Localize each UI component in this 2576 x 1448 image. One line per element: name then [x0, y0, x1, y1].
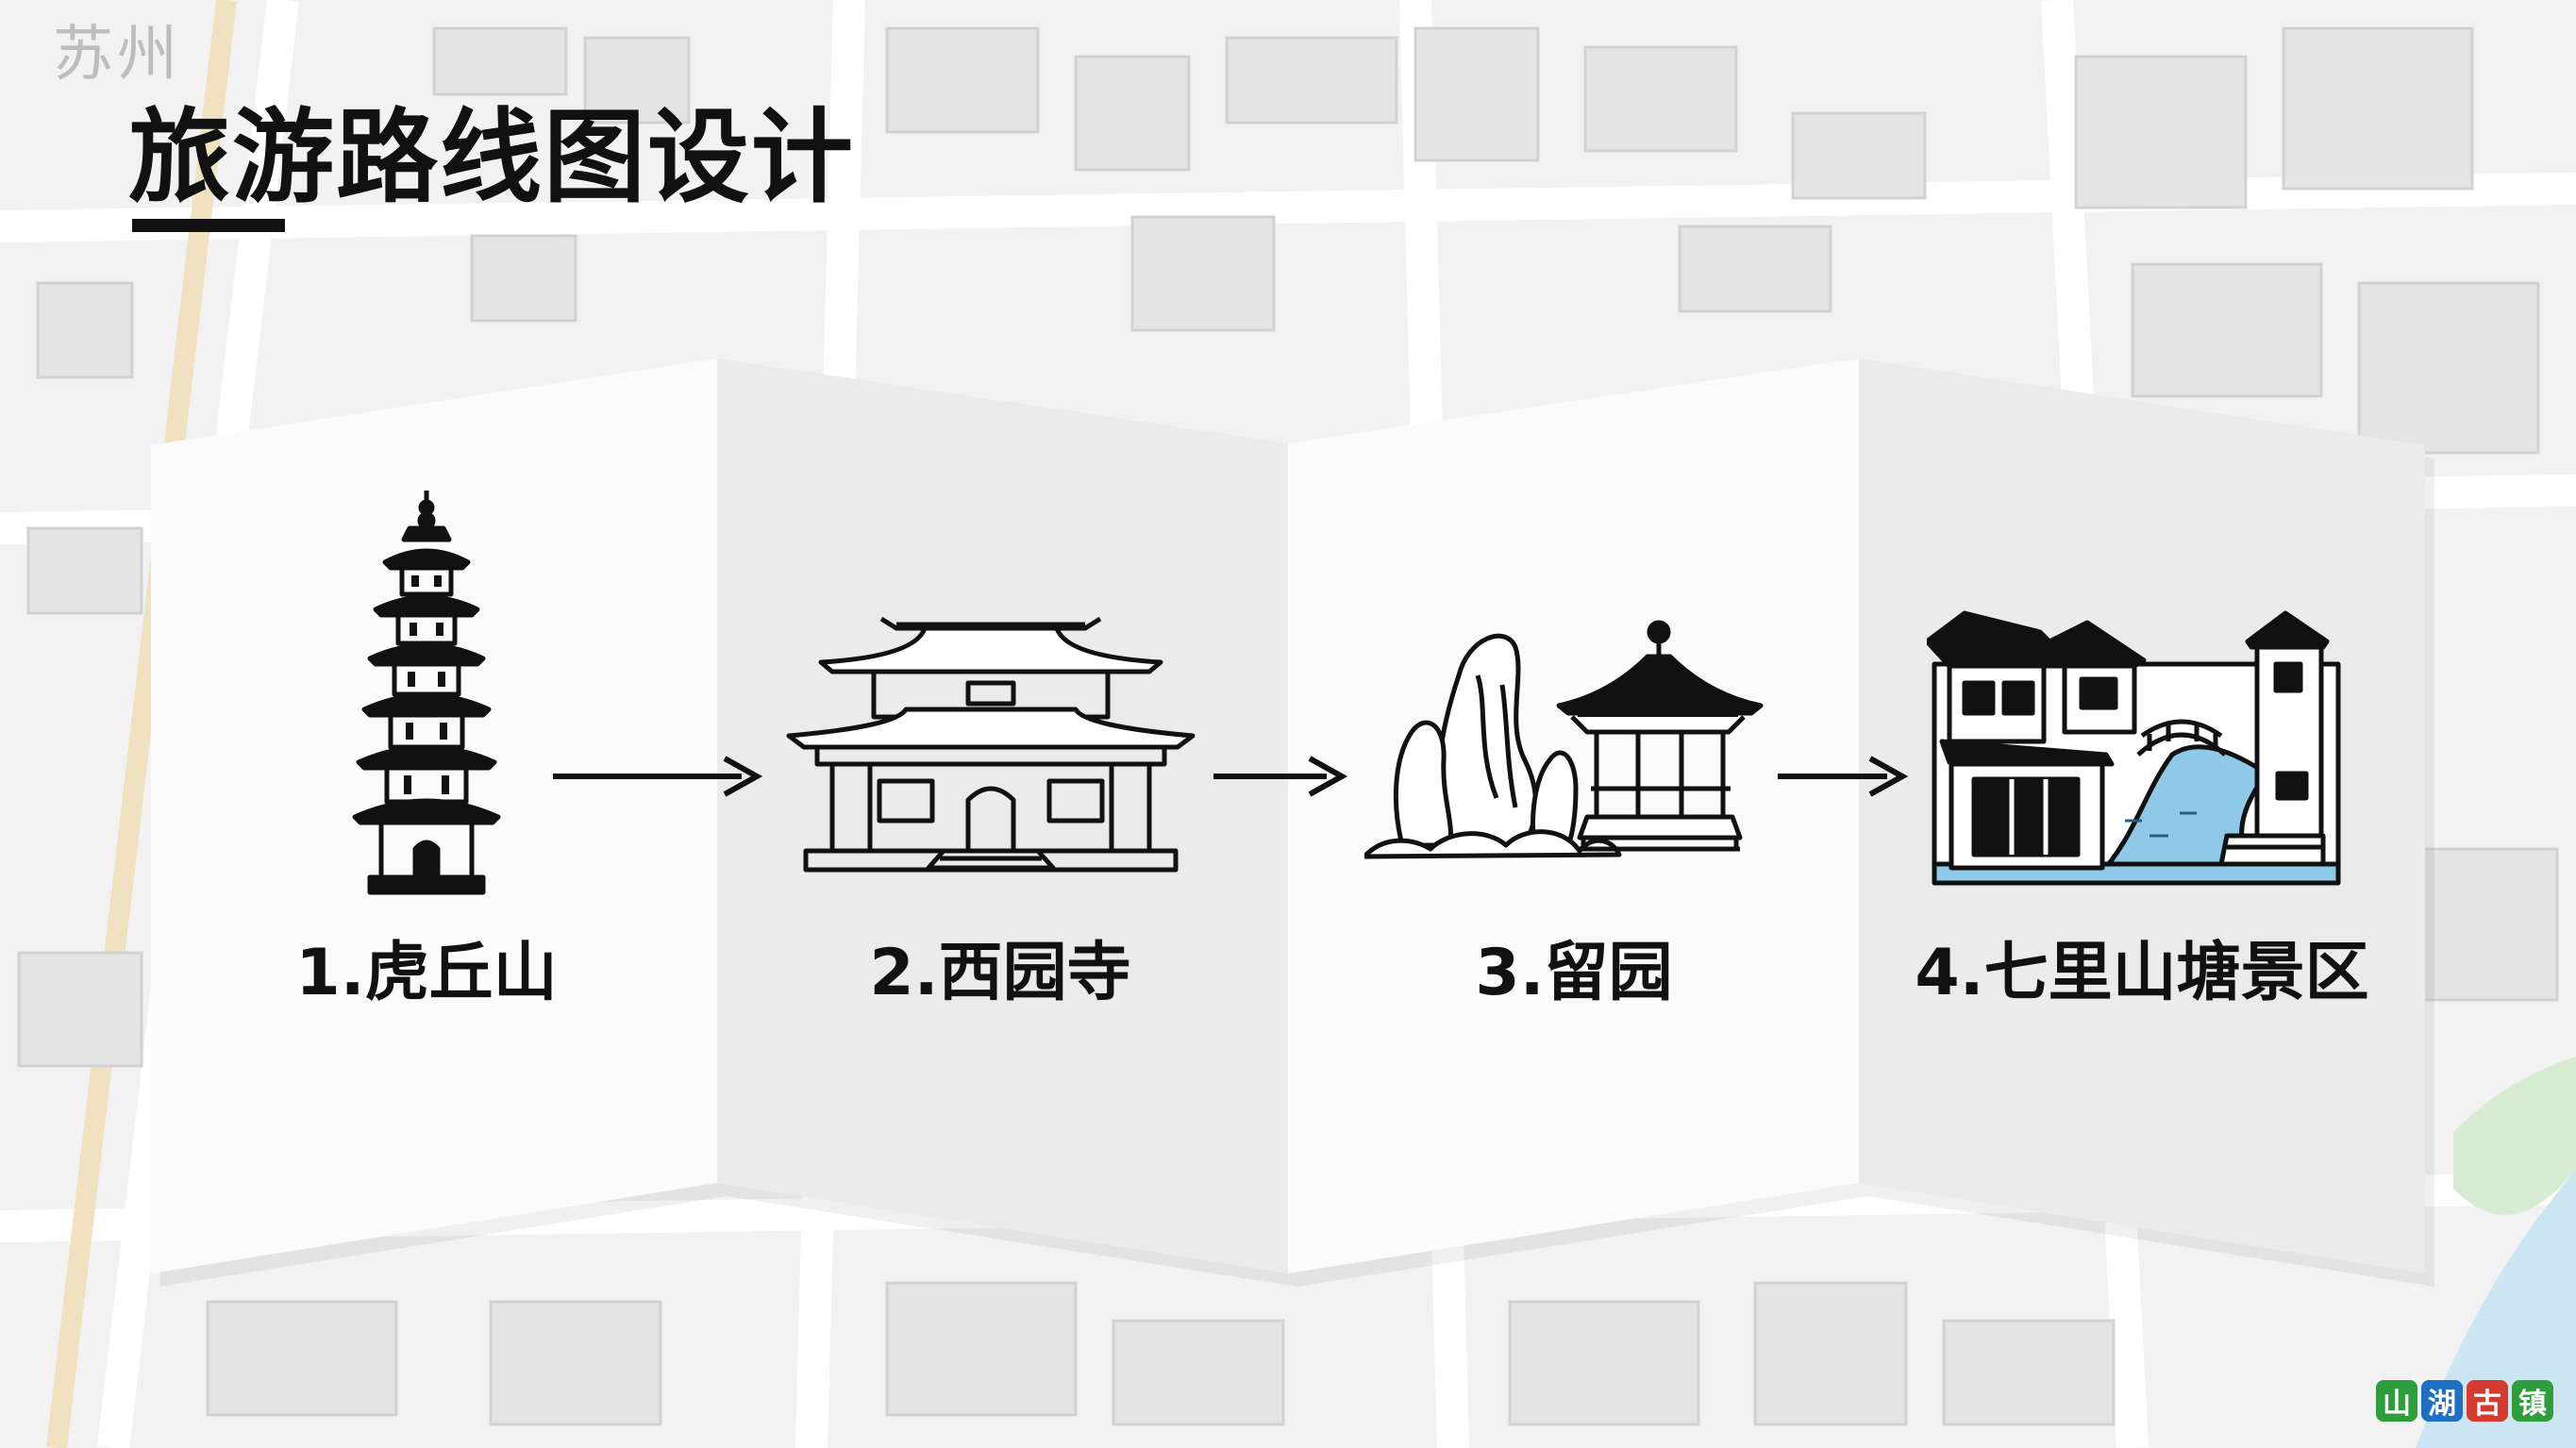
- watermark-char: 镇: [2512, 1380, 2553, 1422]
- watermark-char: 山: [2376, 1380, 2417, 1422]
- watermark-char: 古: [2467, 1380, 2508, 1422]
- panel-2: [717, 358, 1288, 1273]
- route-arrow-1: [553, 756, 763, 797]
- stop-label-1: 1.虎丘山: [295, 936, 558, 1010]
- garden-pavilion-icon: [1364, 620, 1764, 859]
- city-label: 苏州: [53, 20, 181, 90]
- site-watermark-logo: 山湖古镇: [2376, 1380, 2553, 1422]
- watermark-char: 湖: [2421, 1380, 2463, 1422]
- canal-town-icon: [1927, 610, 2341, 886]
- temple-icon: [786, 616, 1196, 873]
- route-arrow-2: [1213, 756, 1347, 797]
- stop-label-4: 4.七里山塘景区: [1915, 936, 2369, 1010]
- page-title: 旅游路线图设计: [128, 99, 856, 217]
- title-underline: [132, 219, 285, 232]
- stop-label-2: 2.西园寺: [869, 936, 1131, 1010]
- route-arrow-3: [1778, 756, 1908, 797]
- pagoda-icon: [352, 491, 501, 895]
- stop-label-3: 3.留园: [1475, 936, 1673, 1010]
